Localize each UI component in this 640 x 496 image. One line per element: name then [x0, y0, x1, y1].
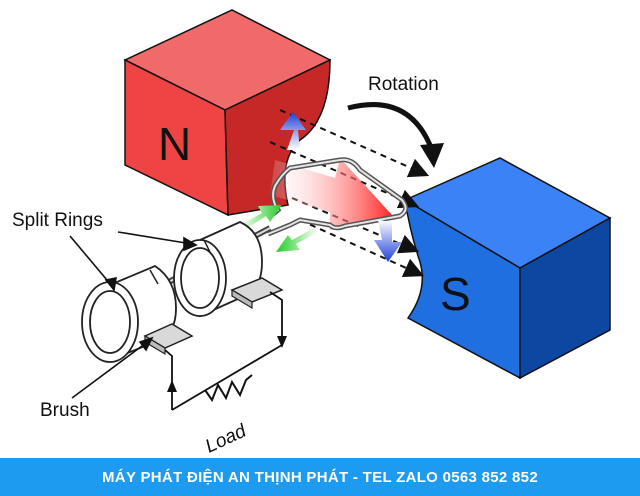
- south-magnet-side: [519, 216, 611, 380]
- brush-label: Brush: [40, 400, 90, 421]
- rotation-arrow: [347, 102, 435, 151]
- south-pole-label: S: [440, 268, 471, 320]
- footer-text: MÁY PHÁT ĐIỆN AN THỊNH PHÁT - TEL ZALO 0…: [102, 468, 538, 486]
- current-arrow-out: [276, 228, 318, 252]
- armature-coil-highlight: [267, 158, 407, 235]
- circuit-arrow-up: [167, 380, 177, 392]
- load-resistor: [204, 374, 253, 403]
- split-rings-pointers: [69, 231, 198, 292]
- split-rings-label: Split Rings: [12, 210, 103, 231]
- field-lines: [269, 109, 430, 277]
- circuit-arrow-down: [277, 336, 287, 348]
- north-pole-label: N: [158, 118, 191, 170]
- diagram-svg: N S Rotation: [12, 9, 612, 458]
- brush-back-side: [231, 288, 253, 310]
- rotation-label: Rotation: [368, 74, 439, 95]
- field-direction-arrow: [270, 158, 392, 230]
- rotation-arrowhead: [420, 143, 444, 168]
- brush-pointers: [71, 336, 154, 399]
- force-arrow-down: [374, 220, 402, 262]
- south-magnet: S: [403, 157, 612, 380]
- force-arrow-up: [280, 112, 306, 150]
- load-label: Load: [202, 420, 250, 458]
- generator-diagram: N S Rotation: [12, 9, 612, 458]
- current-arrow-in: [240, 205, 282, 230]
- north-magnet: N: [123, 9, 332, 217]
- footer-banner: MÁY PHÁT ĐIỆN AN THỊNH PHÁT - TEL ZALO 0…: [0, 458, 640, 496]
